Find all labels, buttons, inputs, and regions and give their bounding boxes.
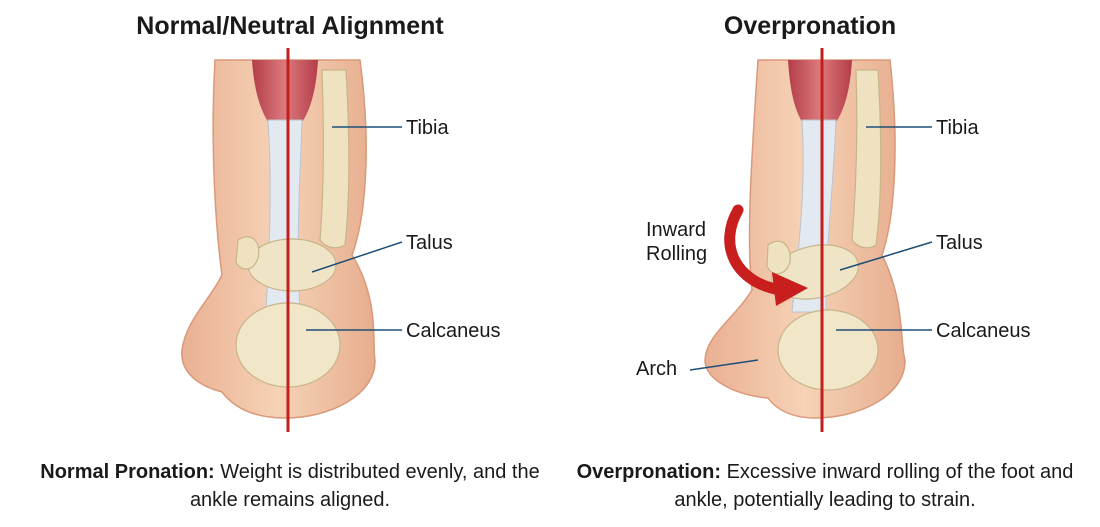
normal-tibia-label: Tibia	[406, 117, 449, 139]
overpronation-calcaneus-label: Calcaneus	[936, 320, 1031, 342]
overpronation-caption: Overpronation: Excessive inward rolling …	[560, 458, 1090, 514]
arch-label: Arch	[636, 358, 678, 380]
normal-calf-muscle	[252, 60, 318, 125]
normal-panel-title: Normal/Neutral Alignment	[136, 12, 444, 40]
normal-malleolus	[235, 236, 260, 270]
inward-rolling-label-line1: Inward	[646, 219, 707, 241]
normal-tibia-bone	[319, 69, 350, 249]
normal-caption: Normal Pronation: Weight is distributed …	[40, 458, 540, 514]
overpronation-calcaneus-bone	[777, 309, 879, 391]
inward-rolling-arrowhead	[772, 272, 808, 306]
normal-caption-heading: Normal Pronation:	[40, 461, 215, 483]
normal-talus-label: Talus	[406, 232, 453, 254]
overpronation-calf-muscle	[788, 60, 852, 125]
overpronation-ankle-illustration	[689, 48, 933, 432]
overpronation-panel-title: Overpronation	[723, 12, 897, 40]
inward-rolling-label-line2: Rolling	[646, 243, 708, 265]
overpronation-caption-heading: Overpronation:	[576, 461, 722, 483]
normal-talus-bone	[247, 238, 337, 292]
inward-rolling-arrow	[724, 204, 786, 296]
overpronation-malleolus	[766, 240, 791, 275]
overpronation-tibia-label: Tibia	[936, 117, 979, 139]
normal-talus-leader	[311, 241, 403, 273]
overpronation-talus-leader	[839, 241, 933, 271]
overpronation-tibia-bone	[851, 69, 882, 249]
overpronation-talus-label: Talus	[936, 232, 983, 254]
arch-leader	[689, 359, 759, 371]
overpronation-caption-text: Excessive inward rolling of the foot and…	[674, 461, 1074, 511]
normal-ankle-illustration	[181, 48, 403, 432]
inward-rolling-label: Inward Rolling	[646, 218, 707, 266]
normal-caption-text: Weight is distributed evenly, and the an…	[189, 461, 540, 511]
normal-calcaneus-label: Calcaneus	[406, 320, 501, 342]
